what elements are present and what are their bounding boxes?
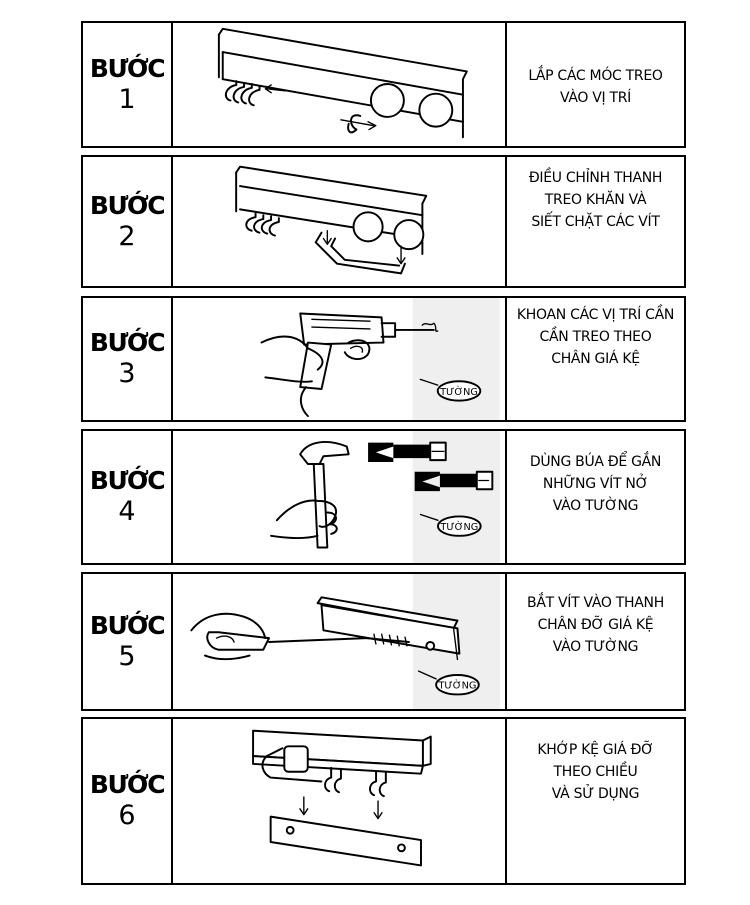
- step-word: BƯỚC: [89, 466, 166, 495]
- wall-label: TƯỜNG: [439, 385, 478, 398]
- step-word: BƯỚC: [89, 53, 166, 83]
- step-description: BẮT VÍT VÀO THANH CHÂN ĐỠ GIÁ KỆ VÀO TƯỜ…: [505, 574, 684, 709]
- wall-label: TƯỜNG: [439, 520, 478, 533]
- step-label: BƯỚC 2: [83, 157, 173, 286]
- step-description: ĐIỀU CHỈNH THANH TREO KHĂN VÀ SIẾT CHẶT …: [505, 157, 684, 286]
- step-label: BƯỚC 5: [83, 574, 173, 709]
- step-line: CHÂN ĐỠ GIÁ KỆ: [537, 617, 654, 633]
- step-label: BƯỚC 4: [83, 431, 173, 563]
- install-hooks-illustration: [217, 27, 468, 139]
- step-1: BƯỚC 1: [81, 21, 686, 148]
- step-description: LẮP CÁC MÓC TREO VÀO VỊ TRÍ: [505, 23, 684, 146]
- step-line: VÀO TƯỜNG: [552, 639, 639, 655]
- step-line: LẮP CÁC MÓC TREO: [528, 68, 663, 84]
- adjust-towel-bar-illustration: [235, 165, 428, 275]
- step-line: KHOAN CÁC VỊ TRÍ CẦN: [516, 307, 675, 323]
- step-label: BƯỚC 6: [83, 719, 173, 883]
- step-description: KHOAN CÁC VỊ TRÍ CẦN CẦN TREO THEO CHÂN …: [505, 298, 684, 420]
- step-5: BƯỚC 5 TƯỜNG BẮT VÍT VÀO: [81, 572, 686, 711]
- drill-wall-illustration: TƯỜNG: [260, 298, 500, 420]
- hammer-anchors-illustration: TƯỜNG: [270, 431, 501, 563]
- step-illustration: TƯỜNG: [171, 298, 505, 420]
- step-3: BƯỚC 3 TƯỜNG KHOA: [81, 296, 686, 422]
- step-line: SIẾT CHẶT CÁC VÍT: [531, 214, 660, 230]
- step-line: VÀO VỊ TRÍ: [559, 90, 632, 106]
- step-line: DÙNG BÚA ĐỂ GẮN: [529, 454, 662, 470]
- wall-label-bubble: [436, 380, 482, 402]
- step-line: THEO CHIỀU: [553, 764, 638, 780]
- step-4: BƯỚC 4 TƯỜNG: [81, 429, 686, 565]
- step-word: BƯỚC: [89, 610, 166, 640]
- step-illustration: [171, 23, 505, 146]
- step-number: 2: [118, 220, 136, 252]
- step-label: BƯỚC 1: [83, 23, 173, 146]
- step-line: TREO KHĂN VÀ: [544, 192, 647, 208]
- step-line: VÀO TƯỜNG: [552, 498, 639, 514]
- step-label: BƯỚC 3: [83, 298, 173, 420]
- step-number: 1: [118, 83, 136, 115]
- mount-shelf-illustration: [252, 729, 432, 867]
- step-word: BƯỚC: [89, 190, 166, 220]
- step-line: BẮT VÍT VÀO THANH: [527, 595, 664, 611]
- wall-label: TƯỜNG: [438, 679, 477, 692]
- step-description: DÙNG BÚA ĐỂ GẮN NHỮNG VÍT NỞ VÀO TƯỜNG: [505, 431, 684, 563]
- step-description: KHỚP KỆ GIÁ ĐỠ THEO CHIỀU VÀ SỬ DỤNG: [505, 719, 684, 883]
- step-line: CẦN TREO THEO: [539, 329, 652, 345]
- step-word: BƯỚC: [89, 770, 166, 799]
- step-illustration: TƯỜNG: [171, 574, 505, 709]
- step-number: 4: [118, 496, 136, 527]
- step-6: BƯỚC 6 KHỚP KỆ G: [81, 717, 686, 885]
- step-number: 5: [118, 640, 136, 672]
- wall-area: [412, 298, 500, 420]
- step-line: CHÂN GIÁ KỆ: [551, 351, 640, 367]
- step-illustration: TƯỜNG: [171, 431, 505, 563]
- step-line: KHỚP KỆ GIÁ ĐỠ: [537, 742, 654, 758]
- step-line: NHỮNG VÍT NỞ: [542, 476, 649, 492]
- step-line: ĐIỀU CHỈNH THANH: [528, 170, 663, 186]
- wall-label-bubble: [435, 674, 480, 696]
- wall-label-bubble: [437, 515, 482, 537]
- step-2: BƯỚC 2 ĐIỀU CHỈNH THANH: [81, 155, 686, 288]
- step-line: VÀ SỬ DỤNG: [551, 786, 640, 802]
- screw-bracket-illustration: TƯỜNG: [190, 574, 501, 709]
- step-number: 6: [118, 800, 136, 831]
- step-number: 3: [118, 358, 136, 389]
- step-illustration: [171, 719, 505, 883]
- step-illustration: [171, 157, 505, 286]
- step-word: BƯỚC: [89, 328, 166, 357]
